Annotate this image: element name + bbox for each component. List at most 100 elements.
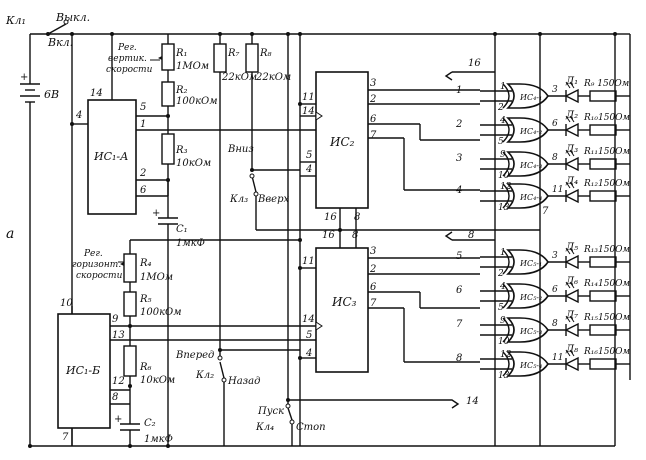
diode-label: Д₈ — [565, 344, 578, 355]
xor-gate-symbol — [506, 183, 549, 209]
svg-text:9: 9 — [112, 314, 119, 325]
horiz-speed-label: Рег. горизонт. скорости — [72, 249, 126, 281]
ic3-label: ИС₃ — [331, 295, 357, 309]
svg-text:6: 6 — [370, 282, 377, 293]
svg-text:2: 2 — [369, 264, 376, 275]
xor-input-pin: 12 — [500, 182, 512, 192]
flag-8-mid: 8 — [444, 230, 495, 241]
svg-text:+: + — [152, 208, 160, 219]
svg-text:13: 13 — [112, 330, 125, 341]
vert-speed-label: Рег. вертик. скорости — [106, 43, 160, 75]
svg-text:16: 16 — [324, 212, 337, 223]
svg-text:22кОм: 22кОм — [255, 72, 291, 83]
led-resistor-label: R₉ 150Ом — [583, 79, 629, 89]
side-number: 1 — [456, 85, 462, 96]
r2-resistor: R₂ 100кОм — [161, 81, 218, 134]
battery-voltage: 6В — [44, 88, 59, 101]
svg-text:16: 16 — [322, 230, 335, 241]
led-diode-icon — [564, 356, 579, 372]
led-resistor-label: R₁₂150Ом — [583, 179, 630, 189]
svg-text:Стоп: Стоп — [296, 422, 326, 433]
ic1b-label: ИС₁-Б — [65, 364, 100, 377]
svg-text:R₈: R₈ — [259, 48, 272, 59]
svg-text:скорости: скорости — [106, 65, 153, 75]
svg-text:6: 6 — [140, 185, 147, 196]
xor-input-pin: 2 — [497, 103, 504, 113]
battery — [20, 83, 40, 103]
svg-text:100кОм: 100кОм — [140, 307, 182, 318]
svg-text:Кл₃: Кл₃ — [229, 194, 248, 205]
xor-input-pin: 5 — [498, 137, 504, 147]
side-number: 8 — [456, 353, 462, 364]
xor-input-pin: 10 — [498, 337, 510, 347]
switch-kl4: Пуск Кл₄ Стоп — [255, 32, 420, 446]
led-diode-icon — [564, 254, 579, 270]
xor-input-pin: 10 — [498, 171, 510, 181]
led-diode-icon — [564, 156, 579, 172]
ic3-block: ИС₃ 16 8 11 14 5 4 3 2 6 7 — [110, 230, 377, 373]
svg-text:8: 8 — [468, 230, 474, 241]
xor-gate-label: ИС₅-₁ — [519, 259, 542, 268]
r1-resistor: R₁ 1МОм — [158, 34, 209, 82]
svg-text:14: 14 — [302, 314, 315, 325]
svg-text:5: 5 — [306, 150, 312, 161]
svg-text:Кл₂: Кл₂ — [195, 370, 214, 381]
diode-label: Д₃ — [565, 144, 578, 155]
led-diode-icon — [564, 88, 579, 104]
svg-text:22кОм: 22кОм — [221, 72, 257, 83]
side-number: 2 — [455, 119, 462, 130]
svg-text:Рег.: Рег. — [83, 249, 103, 259]
led-resistor — [589, 290, 617, 302]
svg-text:8: 8 — [354, 212, 360, 223]
xor-input-pin: 12 — [500, 350, 512, 360]
switch-kl3: Вниз Кл₃ Вверх — [227, 144, 300, 230]
xor-gate-label: ИС₄-₁ — [519, 93, 542, 102]
xor-gate-label: ИС₅-₂ — [519, 293, 542, 302]
svg-text:Вниз: Вниз — [227, 144, 254, 155]
led-resistor-label: R₁₆150Ом — [583, 347, 630, 357]
xor-output-pin: 8 — [552, 319, 558, 329]
svg-text:11: 11 — [302, 92, 315, 103]
svg-text:8: 8 — [112, 392, 118, 403]
svg-text:14: 14 — [466, 396, 479, 407]
ic1a-label: ИС₁-А — [93, 150, 128, 163]
svg-text:7: 7 — [370, 130, 377, 141]
svg-text:5: 5 — [306, 330, 312, 341]
xor-input-pin: 2 — [497, 269, 504, 279]
svg-text:Рег.: Рег. — [117, 43, 137, 53]
svg-text:R₃: R₃ — [175, 145, 188, 156]
xor-gate-label: ИС₄-₄ — [519, 193, 542, 202]
svg-text:2: 2 — [139, 168, 146, 179]
ic1b-block: ИС₁-Б 10 9 13 12 8 7 — [57, 298, 130, 446]
flag-7-mid: 7 — [542, 206, 549, 217]
xor-gate-symbol — [506, 317, 549, 343]
led-diode-icon — [564, 122, 579, 138]
xor-gate-symbol — [506, 249, 549, 275]
led-resistor — [589, 124, 617, 136]
svg-text:14: 14 — [90, 88, 103, 99]
svg-text:1МОм: 1МОм — [176, 61, 209, 72]
ic2-block: ИС₂ 11 14 5 4 16 8 3 2 6 7 — [298, 32, 377, 446]
svg-text:скорости: скорости — [76, 271, 123, 281]
xor-input-pin: 1 — [500, 82, 506, 92]
svg-text:R₂: R₂ — [175, 85, 188, 96]
svg-text:+: + — [20, 72, 28, 83]
side-number: 7 — [456, 319, 463, 330]
switch-kl1-label: Кл₁ — [5, 14, 26, 27]
svg-text:1: 1 — [140, 119, 146, 130]
svg-text:R₄: R₄ — [139, 258, 152, 269]
svg-text:R₁: R₁ — [175, 48, 188, 59]
flag-16-top: 16 — [444, 58, 495, 81]
led-resistor — [589, 324, 617, 336]
svg-text:R₅: R₅ — [139, 294, 152, 305]
svg-text:7: 7 — [370, 298, 377, 309]
svg-text:горизонт.: горизонт. — [72, 260, 121, 270]
led-resistor — [589, 190, 617, 202]
